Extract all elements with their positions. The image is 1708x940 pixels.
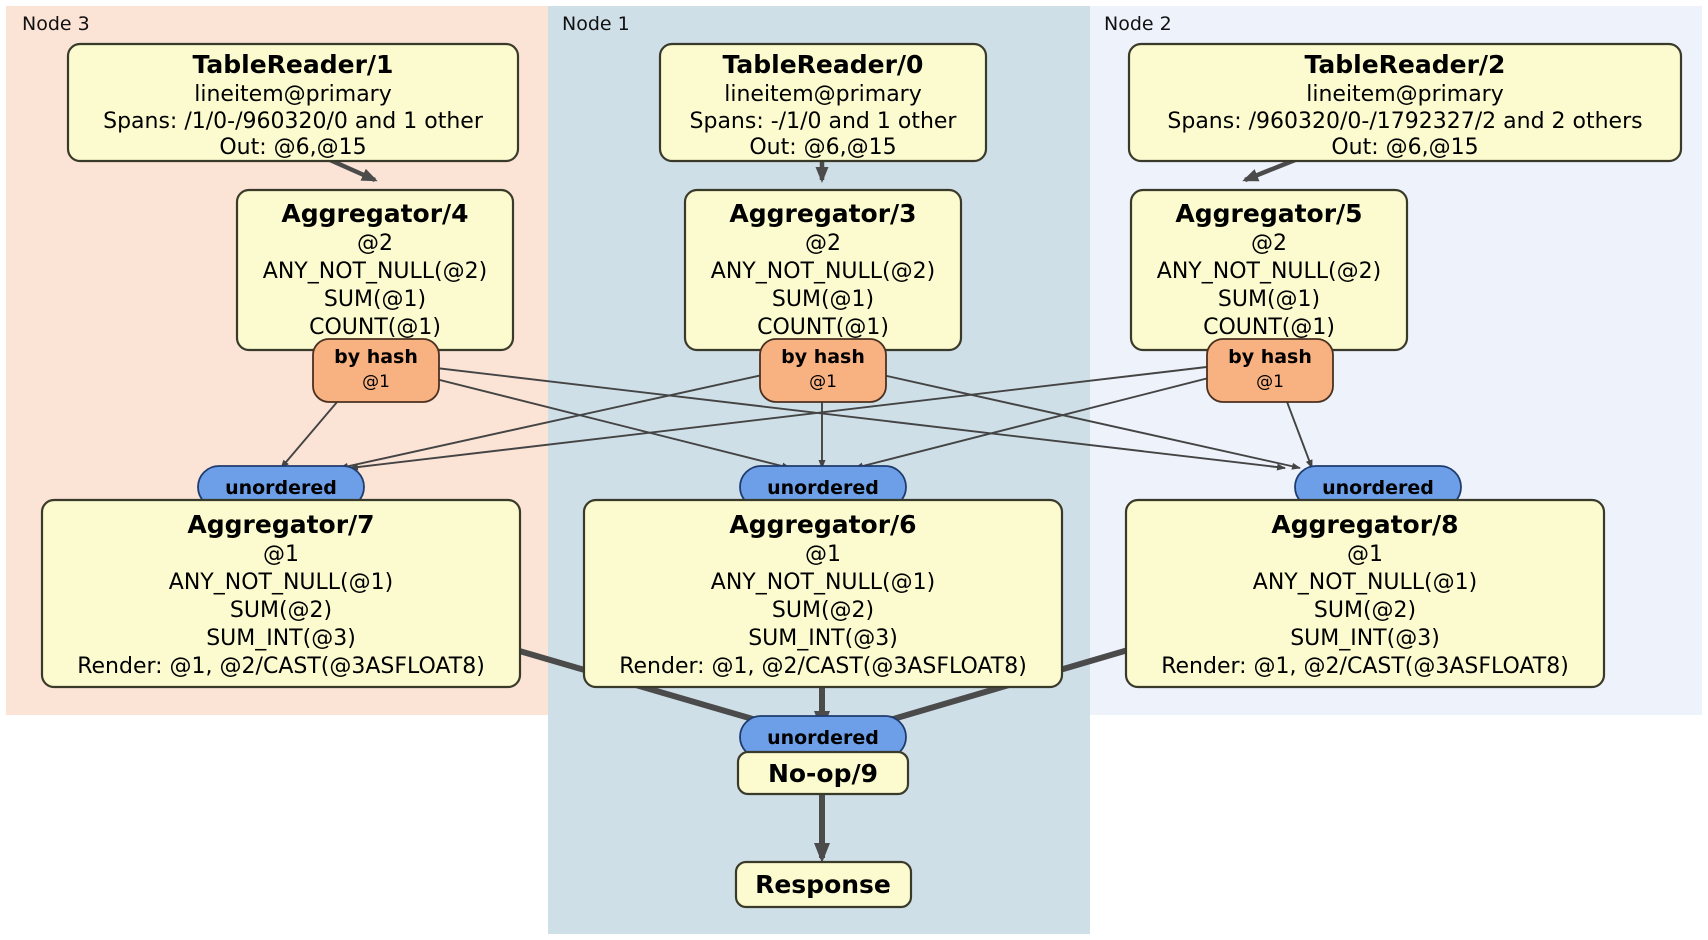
pill-unordered-final[interactable]: unordered (739, 715, 907, 759)
box-aggregator-5-title: Aggregator/5 (1175, 199, 1362, 228)
box-aggregator-4[interactable]: Aggregator/4 @2 ANY_NOT_NULL(@2) SUM(@1)… (235, 188, 515, 352)
pill-by-hash-right-sub: @1 (1256, 372, 1284, 392)
box-aggregator-4-line-1: ANY_NOT_NULL(@2) (263, 259, 487, 284)
box-aggregator-5-line-2: SUM(@1) (1218, 287, 1320, 312)
box-aggregator-6[interactable]: Aggregator/6 @1 ANY_NOT_NULL(@1) SUM(@2)… (582, 498, 1064, 689)
panel-node1-label: Node 1 (562, 13, 630, 35)
box-tablereader-1-line-2: Out: @6,@15 (219, 135, 366, 160)
pill-unordered-left-title: unordered (225, 477, 337, 499)
box-aggregator-6-line-0: @1 (805, 542, 841, 567)
pill-by-hash-left-title: by hash (334, 346, 418, 368)
box-aggregator-3-line-0: @2 (805, 231, 841, 256)
box-aggregator-5-line-1: ANY_NOT_NULL(@2) (1157, 259, 1381, 284)
pill-unordered-center[interactable]: unordered (739, 465, 907, 509)
box-tablereader-2-line-0: lineitem@primary (1306, 82, 1504, 107)
box-aggregator-4-line-3: COUNT(@1) (309, 315, 441, 340)
pill-by-hash-right[interactable]: by hash @1 (1206, 338, 1334, 403)
box-aggregator-7-line-4: Render: @1, @2/CAST(@3ASFLOAT8) (77, 654, 485, 679)
pill-by-hash-center[interactable]: by hash @1 (759, 338, 887, 403)
box-aggregator-8-title: Aggregator/8 (1271, 510, 1458, 539)
box-aggregator-8-line-0: @1 (1347, 542, 1383, 567)
box-tablereader-2-title: TableReader/2 (1305, 50, 1506, 79)
box-aggregator-3-title: Aggregator/3 (729, 199, 916, 228)
box-aggregator-4-line-2: SUM(@1) (324, 287, 426, 312)
edge-hashcenter-to-unorderedleft (339, 369, 786, 470)
box-tablereader-0-line-2: Out: @6,@15 (749, 135, 896, 160)
box-tablereader-0-title: TableReader/0 (723, 50, 924, 79)
box-aggregator-8-line-4: Render: @1, @2/CAST(@3ASFLOAT8) (1161, 654, 1569, 679)
box-no-op-9-title: No-op/9 (768, 759, 878, 788)
box-tablereader-2-line-2: Out: @6,@15 (1331, 135, 1478, 160)
box-aggregator-4-title: Aggregator/4 (281, 199, 468, 228)
box-aggregator-7[interactable]: Aggregator/7 @1 ANY_NOT_NULL(@1) SUM(@2)… (40, 498, 522, 689)
box-tablereader-1-line-1: Spans: /1/0-/960320/0 and 1 other (103, 109, 484, 134)
pill-by-hash-right-title: by hash (1228, 346, 1312, 368)
box-aggregator-5-line-0: @2 (1251, 231, 1287, 256)
box-aggregator-7-line-3: SUM_INT(@3) (206, 626, 356, 651)
pill-unordered-center-title: unordered (767, 477, 879, 499)
edge-tablereader2-to-aggregator5 (1242, 157, 1296, 183)
box-aggregator-5-line-3: COUNT(@1) (1203, 315, 1335, 340)
box-aggregator-3[interactable]: Aggregator/3 @2 ANY_NOT_NULL(@2) SUM(@1)… (683, 188, 963, 352)
box-tablereader-0[interactable]: TableReader/0 lineitem@primary Spans: -/… (658, 42, 988, 163)
pill-by-hash-center-title: by hash (781, 346, 865, 368)
box-response[interactable]: Response (734, 860, 913, 909)
pill-by-hash-left[interactable]: by hash @1 (312, 338, 440, 403)
box-tablereader-0-line-0: lineitem@primary (724, 82, 922, 107)
box-tablereader-1-line-0: lineitem@primary (194, 82, 392, 107)
box-aggregator-3-line-1: ANY_NOT_NULL(@2) (711, 259, 935, 284)
edge-hashright-to-unorderedcenter (854, 369, 1241, 470)
pill-by-hash-left-sub: @1 (362, 372, 390, 392)
box-aggregator-6-line-1: ANY_NOT_NULL(@1) (711, 570, 935, 595)
edge-aggregator8-to-final-unordered (861, 647, 1129, 731)
edge-hashright-to-unorderedleft (349, 363, 1233, 471)
box-tablereader-1-title: TableReader/1 (193, 50, 394, 79)
panel-node2-label: Node 2 (1104, 13, 1172, 35)
box-aggregator-7-line-1: ANY_NOT_NULL(@1) (169, 570, 393, 595)
pill-by-hash-center-sub: @1 (809, 372, 837, 392)
box-aggregator-3-line-3: COUNT(@1) (757, 315, 889, 340)
box-aggregator-6-title: Aggregator/6 (729, 510, 916, 539)
box-aggregator-6-line-4: Render: @1, @2/CAST(@3ASFLOAT8) (619, 654, 1027, 679)
box-aggregator-8-line-1: ANY_NOT_NULL(@1) (1253, 570, 1477, 595)
pill-unordered-final-title: unordered (767, 727, 879, 749)
edge-tablereader1-to-aggregator4 (329, 157, 378, 183)
box-aggregator-8[interactable]: Aggregator/8 @1 ANY_NOT_NULL(@1) SUM(@2)… (1124, 498, 1606, 689)
box-aggregator-8-line-3: SUM_INT(@3) (1290, 626, 1440, 651)
edge-aggregator7-to-final-unordered (515, 647, 785, 731)
box-tablereader-2[interactable]: TableReader/2 lineitem@primary Spans: /9… (1127, 42, 1683, 163)
box-aggregator-7-title: Aggregator/7 (187, 510, 374, 539)
pill-unordered-right-title: unordered (1322, 477, 1434, 499)
edge-hashleft-to-unorderedcenter (399, 369, 791, 470)
box-aggregator-4-line-0: @2 (357, 231, 393, 256)
box-aggregator-5[interactable]: Aggregator/5 @2 ANY_NOT_NULL(@2) SUM(@1)… (1129, 188, 1409, 352)
edge-hashleft-to-unorderedright (401, 363, 1286, 471)
box-response-title: Response (755, 870, 891, 899)
box-aggregator-6-line-3: SUM_INT(@3) (748, 626, 898, 651)
box-aggregator-6-line-2: SUM(@2) (772, 598, 874, 623)
box-tablereader-1[interactable]: TableReader/1 lineitem@primary Spans: /1… (66, 42, 520, 163)
box-no-op-9[interactable]: No-op/9 (736, 750, 910, 796)
pill-unordered-right[interactable]: unordered (1294, 465, 1462, 509)
edge-hashcenter-to-unorderedright (859, 369, 1301, 470)
box-tablereader-2-line-1: Spans: /960320/0-/1792327/2 and 2 others (1167, 109, 1642, 134)
box-aggregator-3-line-2: SUM(@1) (772, 287, 874, 312)
box-tablereader-0-line-1: Spans: -/1/0 and 1 other (690, 109, 958, 134)
panel-node3-label: Node 3 (22, 13, 90, 35)
box-aggregator-7-line-0: @1 (263, 542, 299, 567)
box-aggregator-7-line-2: SUM(@2) (230, 598, 332, 623)
box-aggregator-8-line-2: SUM(@2) (1314, 598, 1416, 623)
